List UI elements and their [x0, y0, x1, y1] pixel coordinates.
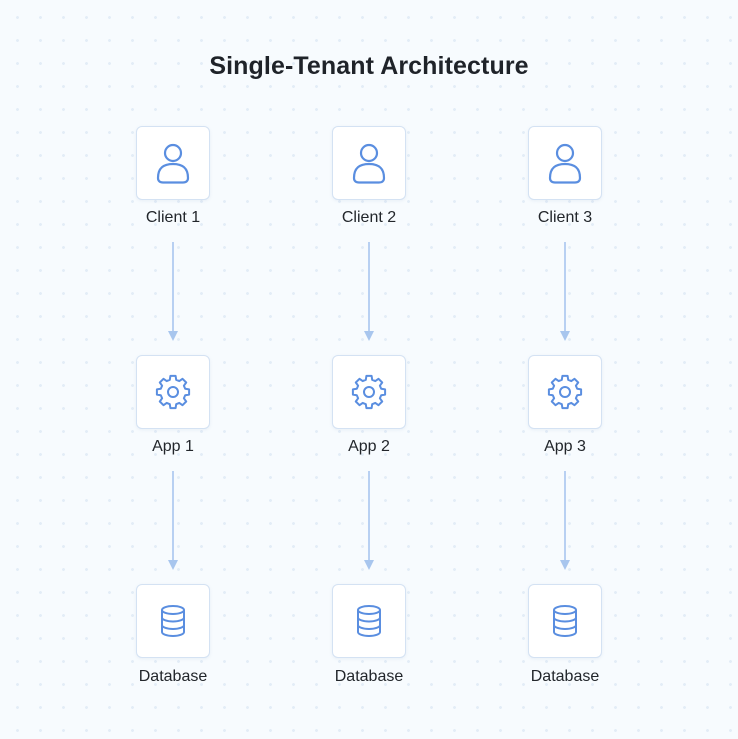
client-2-to-app-2-arrow: [364, 242, 374, 341]
database-icon: [161, 605, 185, 638]
app-3-label: App 3: [544, 438, 586, 455]
client-1-to-app-1-arrow: [168, 242, 178, 341]
user-icon: [156, 143, 190, 184]
database-1-node: [136, 584, 210, 658]
database-1-label: Database: [138, 668, 208, 685]
database-2-node: [332, 584, 406, 658]
app-3-to-database-3-arrow: [560, 471, 570, 570]
database-2-label: Database: [334, 668, 404, 685]
app-1-label: App 1: [152, 438, 194, 455]
client-2-node: [332, 126, 406, 200]
app-2-node: [332, 355, 406, 429]
gear-icon: [351, 374, 387, 410]
app-2-to-database-2-arrow: [364, 471, 374, 570]
app-2-label: App 2: [348, 438, 390, 455]
database-3-label: Database: [530, 668, 600, 685]
client-3-node: [528, 126, 602, 200]
gear-icon: [547, 374, 583, 410]
client-1-label: Client 1: [145, 209, 201, 226]
client-3-to-app-3-arrow: [560, 242, 570, 341]
gear-icon: [155, 374, 191, 410]
database-3-node: [528, 584, 602, 658]
database-icon: [357, 605, 381, 638]
user-icon: [352, 143, 386, 184]
user-icon: [548, 143, 582, 184]
client-2-label: Client 2: [341, 209, 397, 226]
app-3-node: [528, 355, 602, 429]
database-icon: [553, 605, 577, 638]
client-3-label: Client 3: [537, 209, 593, 226]
client-1-node: [136, 126, 210, 200]
app-1-to-database-1-arrow: [168, 471, 178, 570]
app-1-node: [136, 355, 210, 429]
diagram-title: Single-Tenant Architecture: [209, 52, 529, 80]
